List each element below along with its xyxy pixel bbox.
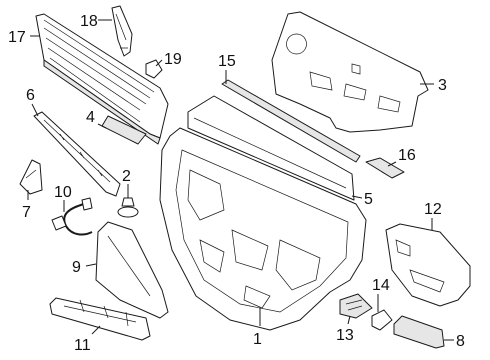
part-10-harness <box>51 197 93 236</box>
part-12-armrest <box>385 223 471 307</box>
callout-3: 3 <box>438 77 447 94</box>
callout-9: 9 <box>72 259 81 276</box>
callout-17: 17 <box>8 29 26 46</box>
callout-numbers: 1 2 3 4 5 6 7 8 9 10 11 12 13 14 15 16 1… <box>8 13 465 354</box>
part-2-fastener <box>117 197 139 218</box>
part-8-molding <box>393 315 445 349</box>
part-13-switch-bezel <box>339 293 373 319</box>
callout-2: 2 <box>122 168 131 185</box>
part-17-window-shade <box>35 13 169 145</box>
callout-18: 18 <box>80 13 98 30</box>
callout-11: 11 <box>74 337 91 354</box>
callout-8: 8 <box>456 333 465 350</box>
part-16-filler <box>365 157 405 179</box>
callout-5: 5 <box>364 191 373 208</box>
part-9-lower-panel <box>95 221 169 319</box>
callout-12: 12 <box>424 201 442 218</box>
part-14-switch <box>371 309 393 331</box>
callout-16: 16 <box>398 147 416 164</box>
callout-4: 4 <box>86 109 95 126</box>
callout-6: 6 <box>26 87 35 104</box>
callout-1: 1 <box>253 331 262 348</box>
part-5-upper-rail <box>187 95 355 201</box>
part-3-water-shield <box>271 11 429 133</box>
callout-10: 10 <box>54 184 72 201</box>
callout-19: 19 <box>164 51 182 68</box>
leader-lines <box>27 19 454 341</box>
callout-14: 14 <box>372 277 390 294</box>
part-4-insert <box>101 115 147 145</box>
part-18-bracket <box>111 5 133 57</box>
callout-7: 7 <box>22 204 31 221</box>
callout-15: 15 <box>218 53 236 70</box>
part-7-trim <box>19 159 43 195</box>
part-6-bracket <box>33 111 121 197</box>
callout-13: 13 <box>336 327 354 344</box>
part-11-sill-trim <box>49 297 151 341</box>
